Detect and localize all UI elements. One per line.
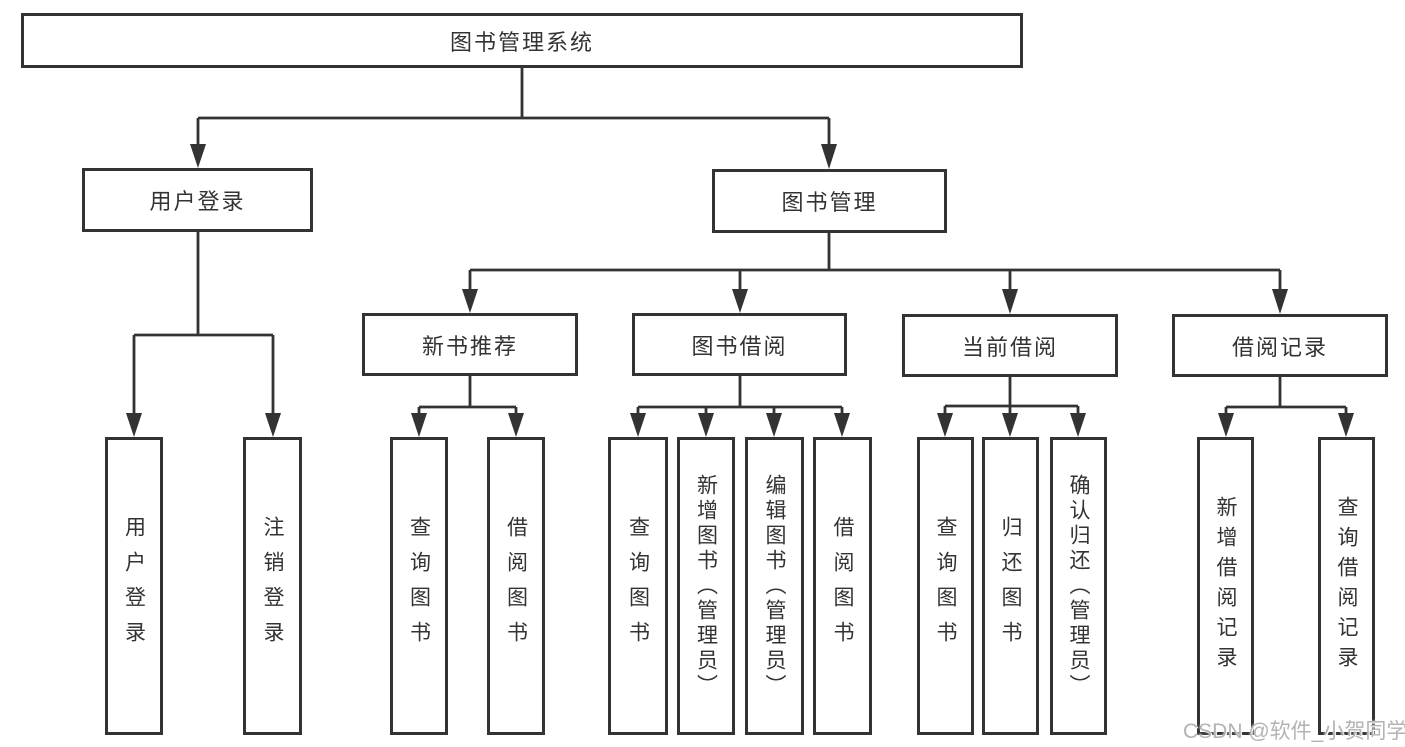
node-label: 新增图书（管理员）: [694, 473, 718, 699]
node-label: 图书借阅: [691, 333, 788, 359]
node-leaf-edit-books-admin: 编辑图书（管理员）: [745, 437, 804, 735]
node-leaf-borrow-books-recommendation: 借阅图书: [487, 437, 545, 735]
csdn-watermark: CSDN @软件_小贺同学: [1183, 720, 1405, 743]
node-label: 用户登录: [122, 516, 146, 656]
node-leaf-user-login: 用户登录: [105, 437, 163, 735]
node-label: 图书管理: [781, 190, 878, 215]
node-label: 查询图书: [626, 516, 650, 656]
node-current-borrowing: 当前借阅: [902, 314, 1118, 377]
node-leaf-query-books-current: 查询图书: [917, 437, 974, 735]
node-label: 查询图书: [407, 516, 431, 656]
node-leaf-query-books-borrowing: 查询图书: [608, 437, 668, 735]
node-label: 注销登录: [261, 516, 284, 656]
node-label: 新增借阅记录: [1214, 496, 1237, 676]
node-label: 用户登录: [149, 189, 246, 214]
arrowheads: [126, 144, 1354, 437]
node-leaf-logout: 注销登录: [243, 437, 302, 735]
node-user-login: 用户登录: [82, 168, 313, 232]
node-leaf-add-borrow-record: 新增借阅记录: [1197, 437, 1254, 735]
node-label: 借阅图书: [504, 516, 528, 656]
node-label: 借阅记录: [1231, 334, 1328, 360]
node-label: 查询图书: [934, 516, 957, 656]
node-book-borrowing: 图书借阅: [632, 313, 847, 376]
node-borrowing-records: 借阅记录: [1172, 314, 1388, 377]
node-label: 编辑图书（管理员）: [763, 473, 786, 699]
node-label: 查询借阅记录: [1335, 496, 1358, 676]
node-book-management: 图书管理: [712, 169, 947, 233]
node-label: 图书管理系统: [449, 29, 594, 55]
node-leaf-query-borrow-record: 查询借阅记录: [1318, 437, 1375, 735]
node-label: 当前借阅: [961, 334, 1058, 360]
node-leaf-confirm-return-admin: 确认归还（管理员）: [1050, 437, 1107, 735]
node-label: 借阅图书: [831, 516, 854, 656]
node-leaf-return-books: 归还图书: [982, 437, 1039, 735]
node-label: 新书推荐: [421, 333, 518, 359]
node-book-management-system: 图书管理系统: [21, 13, 1023, 68]
node-label: 归还图书: [999, 516, 1022, 656]
node-label: 确认归还（管理员）: [1067, 473, 1090, 699]
node-leaf-query-books-recommendation: 查询图书: [390, 437, 448, 735]
node-leaf-borrow-books-borrowing: 借阅图书: [813, 437, 872, 735]
node-new-book-recommendation: 新书推荐: [362, 313, 578, 376]
node-leaf-add-books-admin: 新增图书（管理员）: [677, 437, 735, 735]
